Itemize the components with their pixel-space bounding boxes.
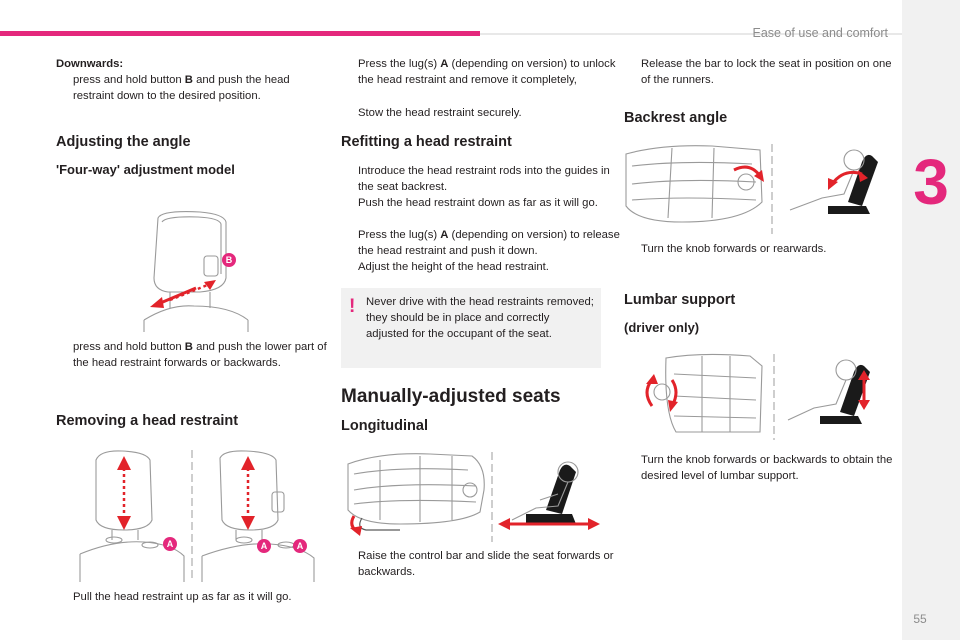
lumbar-heading: Lumbar support	[624, 292, 736, 308]
lumbar-instruction: Turn the knob forwards or backwards to o…	[641, 454, 893, 482]
adjusting-angle-heading: Adjusting the angle	[56, 134, 191, 150]
stow-instruction: Stow the head restraint securely.	[358, 107, 522, 119]
four-way-head-restraint-illustration: B	[143, 211, 249, 332]
lumbar-illustration	[645, 353, 870, 440]
backrest-instruction: Turn the knob forwards or rearwards.	[641, 243, 827, 255]
four-way-instruction: press and hold button B and push the low…	[73, 341, 327, 369]
refitting-heading: Refitting a head restraint	[341, 134, 512, 150]
refit-step-1: Introduce the head restraint rods into t…	[358, 165, 610, 193]
svg-text:A: A	[261, 541, 268, 551]
page-number: 55	[913, 612, 927, 626]
refit-step-2: Push the head restraint down as far as i…	[358, 197, 598, 209]
warning-box: ! Never drive with the head restraints r…	[341, 288, 601, 368]
downwards-label: Downwards:	[56, 58, 124, 70]
longitudinal-heading: Longitudinal	[341, 418, 428, 434]
chapter-number: 3	[913, 146, 949, 218]
driver-only-label: (driver only)	[624, 320, 700, 335]
callout-a	[293, 539, 307, 553]
four-way-heading: 'Four-way' adjustment model	[56, 162, 235, 177]
svg-text:A: A	[167, 539, 174, 549]
backrest-heading: Backrest angle	[624, 110, 728, 126]
removing-head-restraint-illustration: A A A	[79, 450, 315, 582]
longitudinal-illustration	[347, 452, 600, 542]
callout-a	[257, 539, 271, 553]
svg-text:A: A	[297, 541, 304, 551]
downwards-instruction: press and hold button B and push the hea…	[73, 74, 290, 102]
callout-a	[163, 537, 177, 551]
warning-icon: !	[349, 296, 356, 317]
removing-heading: Removing a head restraint	[56, 413, 239, 429]
backrest-illustration	[625, 144, 878, 234]
refit-step-3: Press the lug(s) A (depending on version…	[358, 229, 620, 257]
manual-seats-heading: Manually-adjusted seats	[341, 386, 561, 407]
refit-step-4: Adjust the height of the head restraint.	[358, 261, 549, 273]
press-lug-instruction: Press the lug(s) A (depending on version…	[358, 58, 616, 86]
warning-text: Never drive with the head restraints rem…	[366, 296, 594, 340]
callout-b	[222, 253, 236, 267]
release-bar-instruction: Release the bar to lock the seat in posi…	[641, 58, 892, 86]
header-rule	[480, 33, 902, 35]
header-accent-bar	[0, 31, 480, 36]
svg-text:B: B	[226, 255, 233, 265]
longitudinal-instruction: Raise the control bar and slide the seat…	[358, 550, 614, 578]
chapter-tab	[902, 0, 960, 640]
chapter-title: Ease of use and comfort	[752, 26, 889, 40]
removing-instruction: Pull the head restraint up as far as it …	[73, 591, 292, 603]
